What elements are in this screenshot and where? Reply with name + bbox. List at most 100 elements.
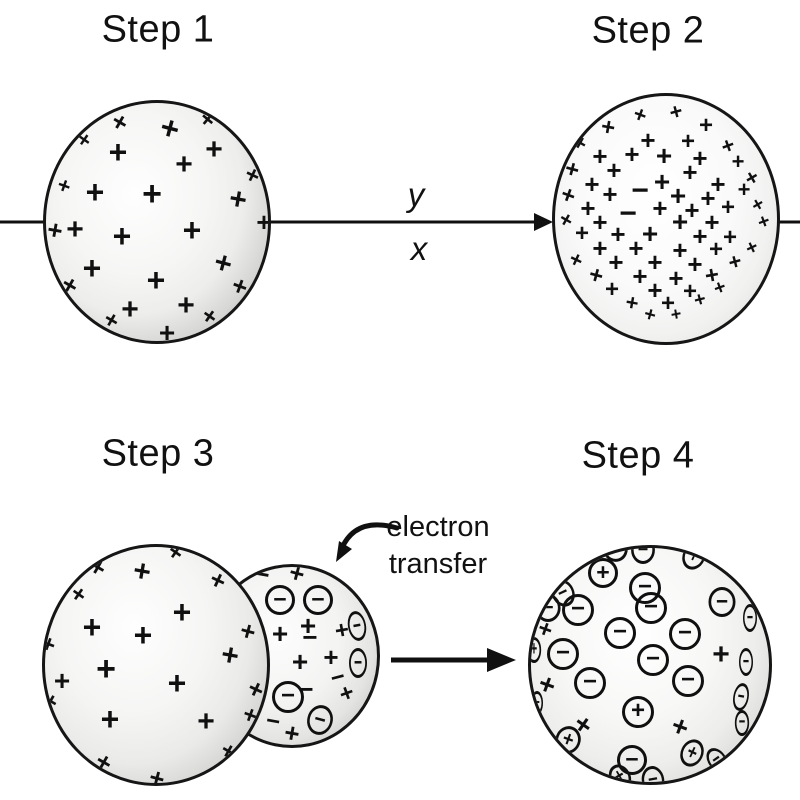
- plus-mark: +: [100, 701, 120, 737]
- plus-mark: +: [121, 293, 139, 326]
- circled-minus-mark: −: [637, 644, 669, 676]
- charge-glyph: +: [685, 545, 704, 568]
- circled-minus-mark: −: [604, 617, 636, 649]
- plus-mark: +: [754, 209, 774, 235]
- plus-mark: +: [680, 128, 696, 155]
- circled-minus-mark: −: [531, 691, 543, 715]
- plus-mark: +: [668, 263, 684, 293]
- minus-mark: −: [302, 622, 318, 652]
- plus-mark: +: [215, 736, 242, 767]
- plus-mark: +: [55, 268, 85, 302]
- plus-mark: +: [708, 236, 724, 263]
- arrowhead-curved: [336, 541, 352, 562]
- plus-mark: +: [42, 686, 64, 717]
- plus-mark: +: [182, 212, 202, 248]
- step-3-title: Step 3: [101, 432, 215, 475]
- plus-mark: +: [85, 174, 105, 210]
- plus-mark: +: [53, 171, 75, 200]
- plus-mark: +: [167, 665, 187, 701]
- charge-glyph: −: [273, 585, 287, 612]
- plus-mark: +: [218, 637, 242, 674]
- plus-mark: +: [193, 104, 222, 135]
- charge-glyph: −: [637, 545, 649, 561]
- label-y: y: [407, 176, 425, 213]
- plus-mark: +: [210, 245, 236, 282]
- circled-minus-mark: −: [708, 587, 736, 617]
- plus-mark: +: [682, 157, 698, 187]
- electron-transfer-line2: transfer: [388, 548, 488, 580]
- plus-mark: +: [96, 650, 116, 688]
- plus-mark: +: [687, 249, 703, 279]
- charge-glyph: −: [746, 605, 754, 629]
- plus-mark: +: [567, 707, 599, 742]
- plus-mark: +: [71, 125, 97, 154]
- charge-glyph: +: [596, 558, 610, 585]
- charge-glyph: −: [680, 666, 695, 693]
- plus-mark: +: [205, 133, 223, 166]
- plus-mark: +: [108, 134, 128, 170]
- charge-glyph: −: [738, 711, 746, 733]
- plus-mark: +: [64, 579, 92, 610]
- electron-transfer-label: electron transfer: [386, 509, 489, 583]
- plus-mark: +: [142, 175, 162, 213]
- charge-glyph: −: [735, 684, 747, 708]
- plus-mark: +: [684, 195, 700, 225]
- charge-glyph: −: [350, 611, 363, 639]
- plus-mark: +: [226, 181, 250, 218]
- plus-mark: +: [691, 287, 709, 313]
- circled-minus-mark: −: [635, 592, 667, 624]
- minus-mark: −: [298, 674, 314, 704]
- circled-minus-mark: −: [702, 744, 732, 776]
- plus-mark: +: [83, 550, 113, 584]
- plus-mark: +: [692, 143, 708, 173]
- plus-mark: +: [82, 609, 102, 645]
- plus-mark: +: [204, 563, 232, 597]
- plus-mark: +: [105, 105, 135, 139]
- plus-mark: +: [592, 141, 608, 171]
- plus-mark: +: [669, 303, 683, 325]
- plus-mark: +: [197, 705, 215, 738]
- plus-mark: +: [640, 125, 656, 155]
- plus-mark: +: [720, 194, 736, 221]
- plus-mark: +: [82, 250, 102, 286]
- circled-minus-mark: −: [303, 585, 333, 615]
- charge-glyph: −: [542, 595, 554, 619]
- charge-glyph: −: [311, 585, 325, 612]
- plus-mark: +: [698, 112, 714, 139]
- plus-mark: +: [604, 276, 620, 303]
- plus-mark: +: [725, 247, 745, 276]
- plus-mark: +: [647, 275, 663, 305]
- circled-plus-mark: +: [677, 545, 711, 574]
- arrowhead-row2: [487, 648, 516, 672]
- charge-glyph: −: [643, 593, 658, 620]
- plus-mark: +: [629, 100, 651, 129]
- plus-mark: +: [177, 289, 195, 322]
- circled-plus-mark: +: [588, 558, 618, 588]
- circled-minus-mark: −: [574, 667, 606, 699]
- charge-glyph: +: [630, 697, 645, 724]
- minus-mark: −: [251, 564, 273, 591]
- plus-mark: +: [660, 290, 676, 317]
- plus-mark: +: [623, 289, 641, 316]
- charge-glyph: −: [645, 645, 660, 672]
- plus-mark: +: [653, 166, 671, 197]
- plus-mark: +: [335, 678, 359, 709]
- plus-mark: +: [291, 646, 309, 677]
- plus-mark: +: [671, 206, 689, 237]
- plus-mark: +: [175, 148, 193, 181]
- plus-mark: +: [712, 638, 730, 671]
- plus-mark: +: [161, 544, 189, 568]
- plus-mark: +: [641, 302, 659, 328]
- plus-mark: +: [565, 245, 588, 274]
- plus-mark: +: [710, 275, 730, 301]
- charge-glyph: −: [677, 619, 692, 646]
- plus-mark: +: [89, 745, 119, 779]
- plus-mark: +: [281, 716, 303, 748]
- plus-mark: +: [731, 149, 745, 174]
- circled-minus-mark: −: [265, 585, 295, 615]
- charge-glyph: −: [715, 587, 729, 614]
- plus-mark: +: [323, 642, 339, 672]
- minus-mark: −: [619, 197, 637, 230]
- plus-mark: +: [580, 193, 596, 223]
